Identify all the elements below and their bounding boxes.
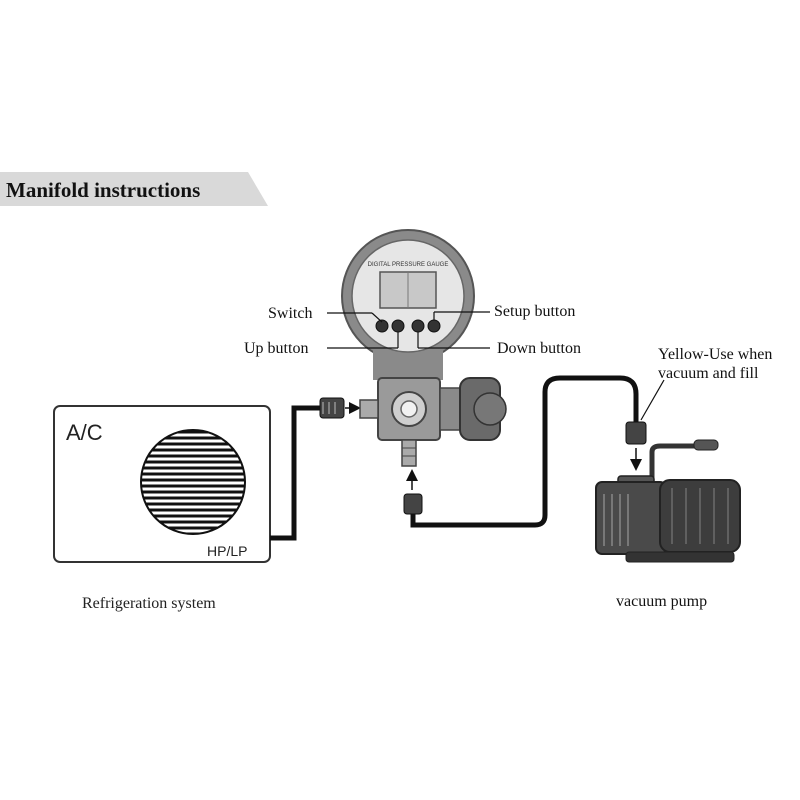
yellow-hose: Yellow-Use when vacuum and fill <box>403 346 772 528</box>
setup-button[interactable] <box>427 319 441 333</box>
pump-housing <box>595 481 667 555</box>
up-button[interactable] <box>391 319 405 333</box>
yellow-hose-note-line1: Yellow-Use when <box>658 346 772 363</box>
page-title: Manifold instructions <box>6 178 200 202</box>
valve-stem <box>439 387 463 431</box>
pump-hose-fitting <box>625 421 647 445</box>
switch-button[interactable] <box>375 319 389 333</box>
ac-label: A/C <box>66 420 103 445</box>
ac-hose <box>270 397 361 541</box>
ac-hose-fitting <box>319 397 345 419</box>
vacuum-pump-icon <box>595 439 741 563</box>
port-label: HP/LP <box>207 543 247 559</box>
ac-unit-box <box>53 405 271 563</box>
digital-gauge: DIGITAL PRESSURE GAUGE <box>341 229 507 467</box>
left-port <box>359 399 379 419</box>
callouts: Switch Setup button Up button Down butto… <box>244 303 581 357</box>
refrigeration-caption: Refrigeration system <box>82 595 216 612</box>
yellow-hose-line <box>410 375 639 528</box>
manifold-hose-fitting <box>403 493 423 515</box>
down-button[interactable] <box>411 319 425 333</box>
header-banner-shape <box>0 172 268 206</box>
up-callout: Up button <box>244 340 308 357</box>
header-banner: Manifold instructions <box>0 172 268 206</box>
vacuum-pump-caption: vacuum pump <box>616 593 707 610</box>
ac-unit: A/C HP/LP <box>53 405 271 563</box>
bottom-port <box>401 439 417 467</box>
ac-hose-line <box>270 405 320 541</box>
setup-callout: Setup button <box>494 303 575 320</box>
gauge-buttons <box>375 319 441 333</box>
gauge-dial-text: DIGITAL PRESSURE GAUGE <box>368 262 449 268</box>
yellow-hose-note-line2: vacuum and fill <box>658 365 759 382</box>
switch-callout: Switch <box>268 305 312 322</box>
down-callout: Down button <box>497 340 581 357</box>
